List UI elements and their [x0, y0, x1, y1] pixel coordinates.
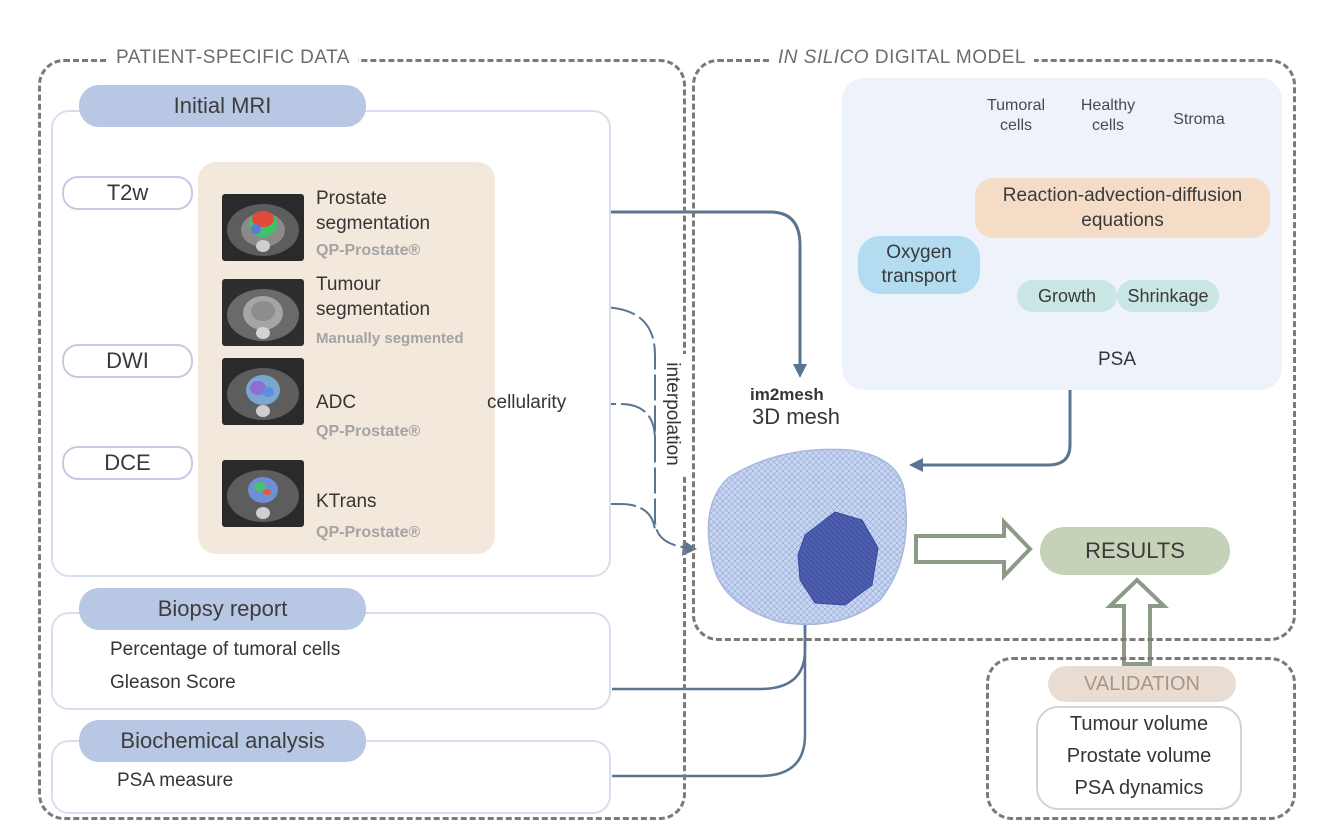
- qp-prostate-label-1: QP-Prostate®: [316, 242, 421, 259]
- ktrans-label: KTrans: [316, 491, 377, 512]
- biopsy-pill: Biopsy report: [79, 588, 366, 630]
- adc-mri-image: [222, 358, 304, 425]
- manually-segmented-label: Manually segmented: [316, 330, 464, 347]
- patient-data-title: PATIENT-SPECIFIC DATA: [108, 47, 358, 69]
- tumour-mesh: [797, 511, 879, 606]
- prostate-seg-label-2: segmentation: [316, 213, 431, 234]
- qp-prostate-label-2: QP-Prostate®: [316, 423, 421, 440]
- oxygen-line-2: transport: [881, 266, 957, 287]
- validation-list-box: [1036, 706, 1242, 810]
- mesh-to-results-arrow: [914, 517, 1033, 581]
- tumoral-line-2: cells: [999, 117, 1032, 134]
- tumoral-line-1: Tumoral: [986, 97, 1046, 114]
- validation-item-tumour: Tumour volume: [1069, 713, 1209, 735]
- tumour-mri-image: [222, 279, 304, 346]
- prostate-mri-image: [222, 194, 304, 261]
- validation-pill: VALIDATION: [1048, 666, 1236, 702]
- digital-model-title: IN SILICO DIGITAL MODEL: [770, 47, 1034, 69]
- mesh-label: 3D mesh: [752, 404, 841, 429]
- healthy-line-2: cells: [1091, 117, 1124, 134]
- model-to-mesh-arrow: [909, 390, 1072, 472]
- results-box: RESULTS: [1040, 527, 1230, 575]
- healthy-line-1: Healthy: [1080, 97, 1136, 114]
- prostate-to-mesh-arrow: [455, 210, 807, 378]
- dwi-box[interactable]: DWI: [62, 344, 193, 378]
- healthy-cells-label: Healthy cells: [1068, 96, 1148, 136]
- qp-prostate-label-3: QP-Prostate®: [316, 524, 421, 541]
- oxygen-line-1: Oxygen: [886, 242, 952, 263]
- shrinkage-box: Shrinkage: [1117, 280, 1219, 312]
- t2w-box[interactable]: T2w: [62, 176, 193, 210]
- digital-model-text: DIGITAL MODEL: [869, 47, 1026, 68]
- validation-to-results-arrow: [1105, 577, 1169, 666]
- equations-line-2: equations: [1081, 210, 1164, 231]
- tumoral-cells-label: Tumoral cells: [976, 96, 1056, 136]
- dce-box[interactable]: DCE: [62, 446, 193, 480]
- biochem-line-1: PSA measure: [117, 770, 234, 791]
- biochem-to-mesh-arrow: [612, 612, 807, 778]
- im2mesh-label: im2mesh: [750, 385, 824, 404]
- growth-box: Growth: [1017, 280, 1117, 312]
- biopsy-line-2: Gleason Score: [110, 672, 236, 693]
- adc-label: ADC: [316, 392, 357, 413]
- initial-mri-pill: Initial MRI: [79, 85, 366, 127]
- prostate-seg-label-1: Prostate: [316, 188, 387, 209]
- oxygen-transport-box: Oxygen transport: [858, 236, 980, 294]
- equations-line-1: Reaction-advection-diffusion: [1002, 185, 1243, 206]
- equations-box: Reaction-advection-diffusion equations: [975, 178, 1270, 238]
- tumour-seg-label-2: segmentation: [316, 299, 431, 320]
- stroma-label: Stroma: [1173, 111, 1225, 128]
- prostate-mesh: [707, 448, 908, 626]
- tumour-seg-label-1: Tumour: [316, 274, 381, 295]
- biopsy-line-1: Percentage of tumoral cells: [110, 639, 341, 660]
- validation-container: [986, 657, 1296, 820]
- validation-item-prostate: Prostate volume: [1066, 745, 1212, 767]
- biochem-pill: Biochemical analysis: [79, 720, 366, 762]
- interpolation-label: interpolation: [658, 354, 686, 474]
- interpolation-lines: [455, 306, 691, 549]
- validation-item-psa: PSA dynamics: [1074, 777, 1204, 799]
- ktrans-mri-image: [222, 460, 304, 527]
- in-silico-text: IN SILICO: [778, 47, 870, 68]
- cellularity-label: cellularity: [487, 392, 567, 413]
- psa-label: PSA: [1098, 349, 1137, 370]
